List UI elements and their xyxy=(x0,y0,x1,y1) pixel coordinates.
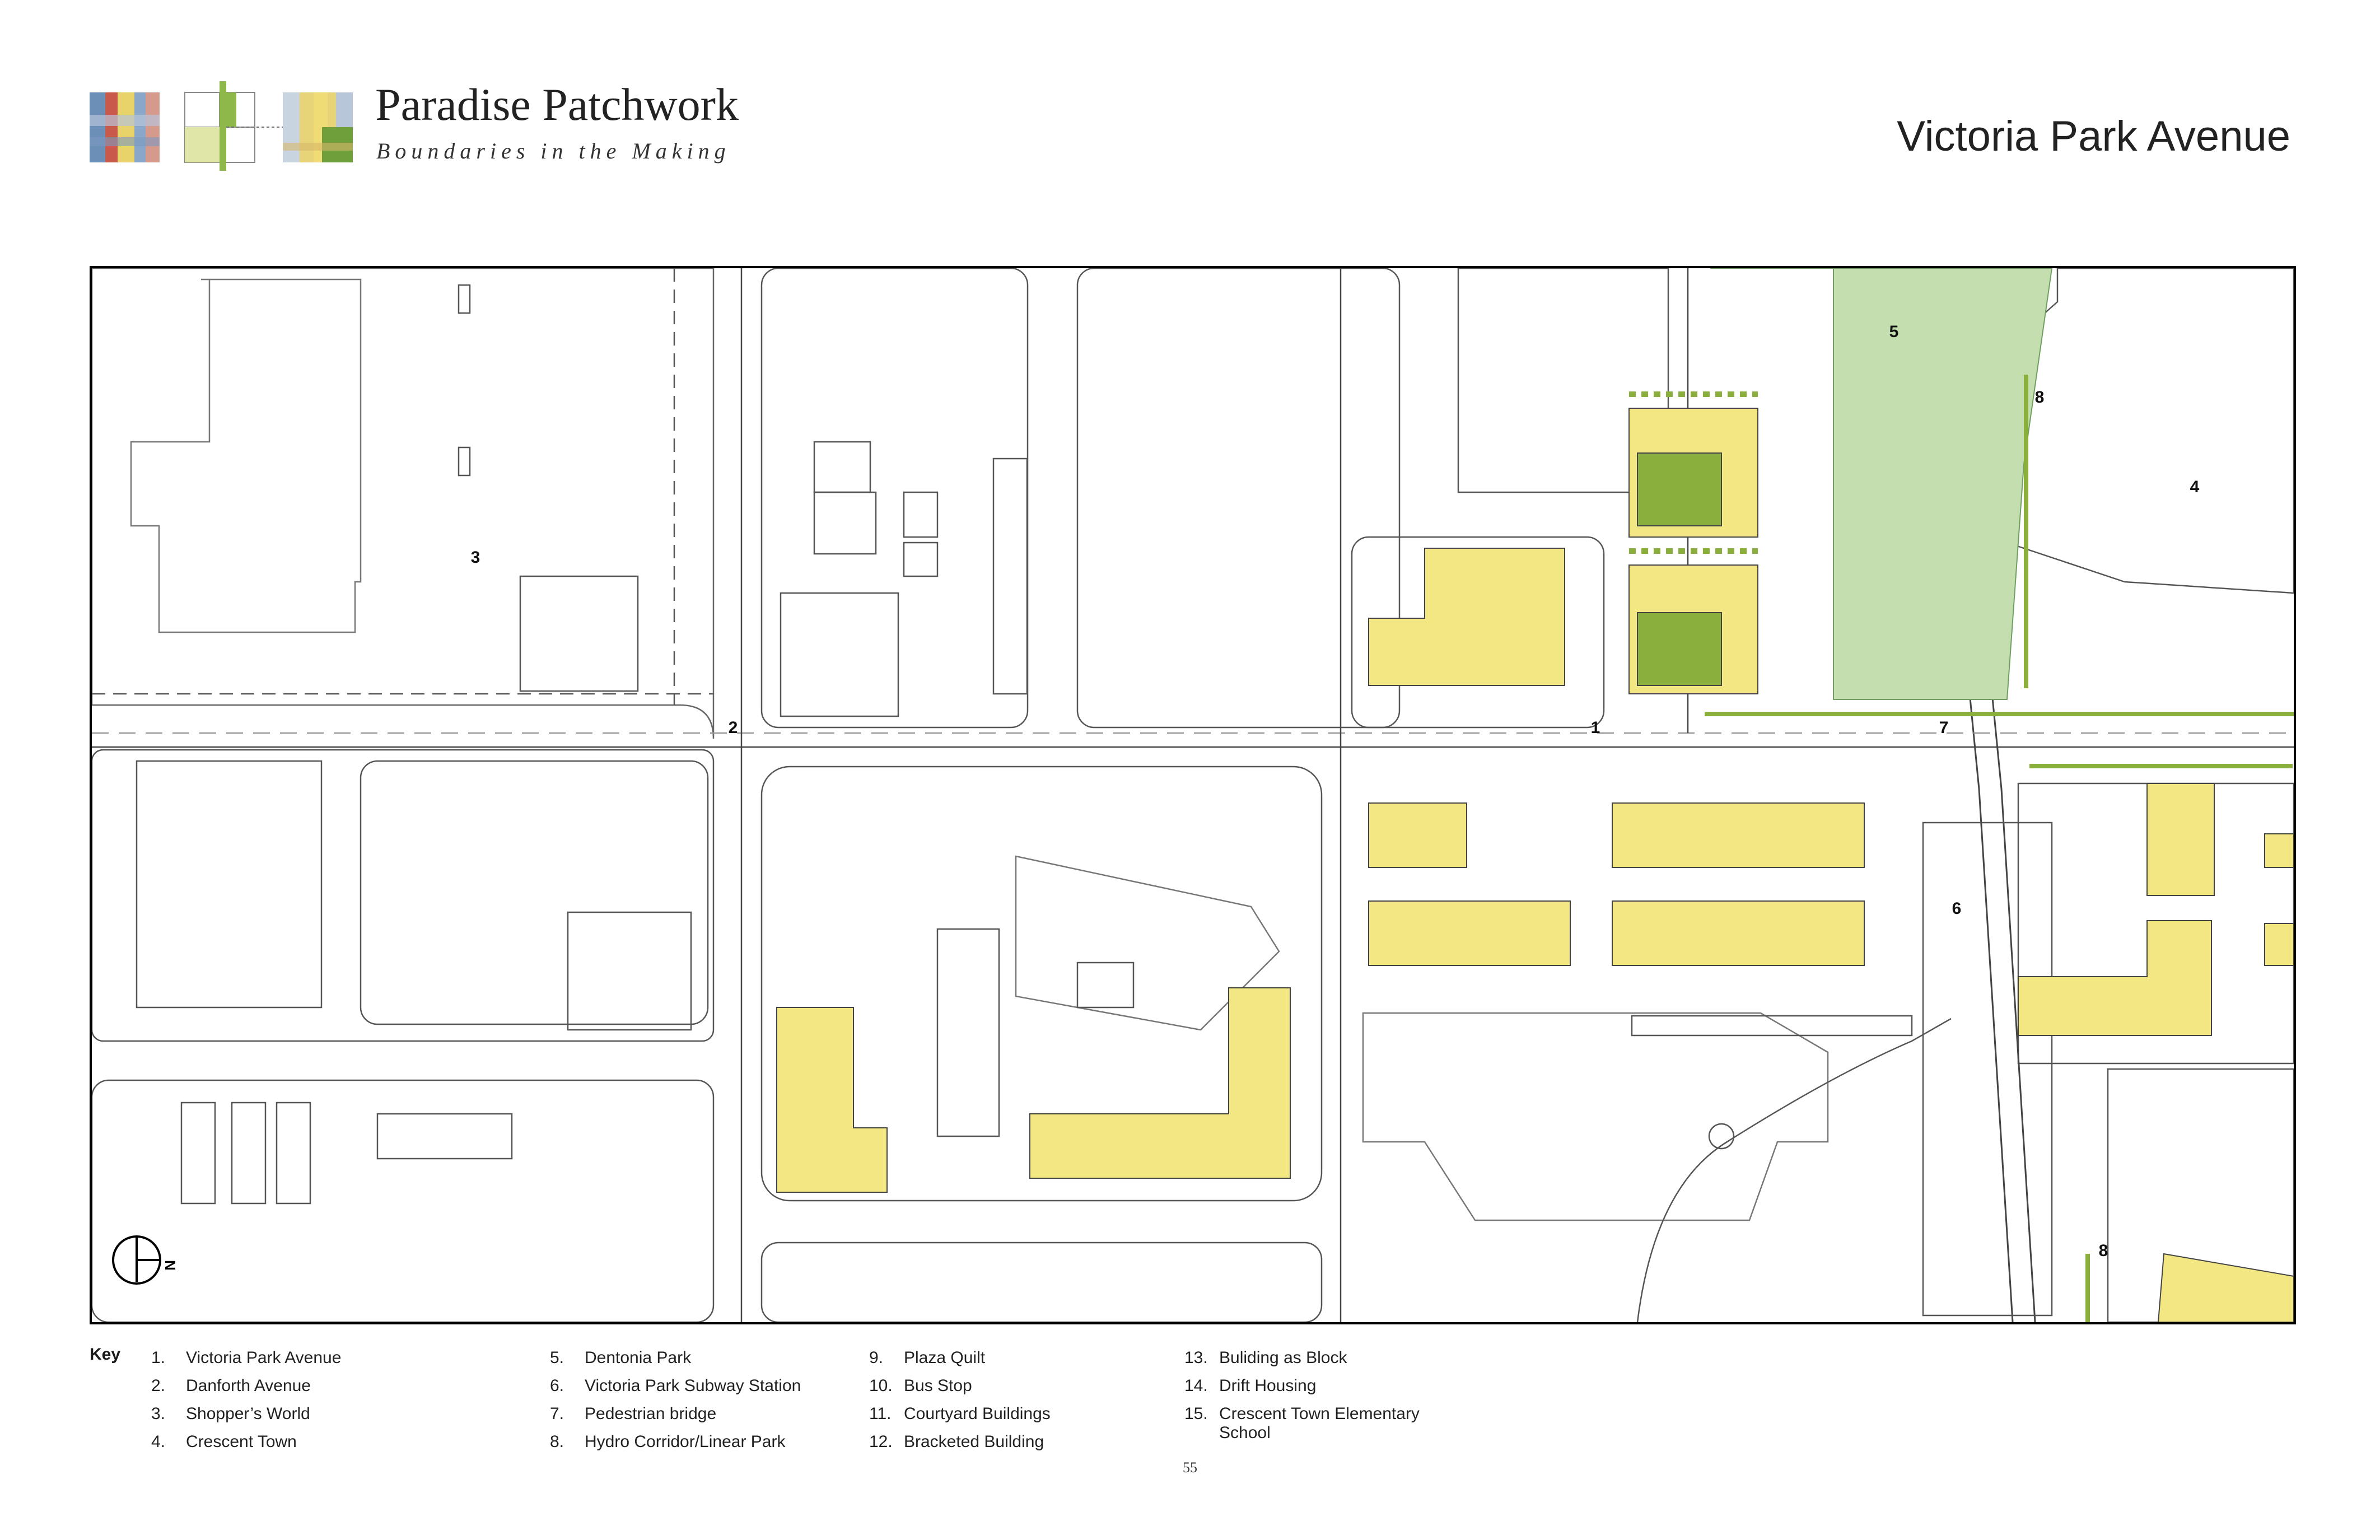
logo-graphic xyxy=(90,81,353,171)
key-item: 7.Pedestrian bridge xyxy=(550,1404,717,1423)
key-item: 1.Victoria Park Avenue xyxy=(151,1348,342,1367)
site-map: 1 2 3 4 5 6 7 8 8 N xyxy=(90,266,2296,1324)
key-item: 10.Bus Stop xyxy=(869,1376,972,1395)
key-item: 3.Shopper’s World xyxy=(151,1404,310,1423)
key-item: 11.Courtyard Buildings xyxy=(869,1404,1051,1423)
key-column: 13.Buliding as Block 14.Drift Housing 15… xyxy=(1184,1344,1466,1443)
map-label-2: 2 xyxy=(729,718,738,737)
map-label-4: 4 xyxy=(2190,478,2200,496)
page-title: Victoria Park Avenue xyxy=(1897,113,2290,160)
map-label-3: 3 xyxy=(471,548,480,567)
key-item: 13.Buliding as Block xyxy=(1184,1348,1347,1367)
map-label-6: 6 xyxy=(1952,899,1962,918)
key-item: 2.Danforth Avenue xyxy=(151,1376,311,1395)
logo xyxy=(90,81,739,171)
map-label-1: 1 xyxy=(1591,718,1600,737)
key-item: 6.Victoria Park Subway Station xyxy=(550,1376,801,1395)
key-item: 4.Crescent Town xyxy=(151,1432,297,1451)
plaza-quilt xyxy=(1628,391,1758,694)
key-item: 9.Plaza Quilt xyxy=(869,1348,986,1367)
brand-subtitle: Boundaries in the Making xyxy=(376,138,731,164)
key-heading: Key xyxy=(90,1345,121,1364)
key-item: 15.Crescent Town Elementary School xyxy=(1184,1404,1420,1442)
key-column: 9.Plaza Quilt 10.Bus Stop 11.Courtyard B… xyxy=(869,1344,1150,1456)
brand-title: Paradise Patchwork xyxy=(375,79,739,130)
key-item: 5.Dentonia Park xyxy=(550,1348,692,1367)
map-label-5: 5 xyxy=(1889,323,1899,341)
key-item: 12.Bracketed Building xyxy=(869,1432,1044,1451)
bracketed-building xyxy=(1368,548,1565,686)
north-arrow-label: N xyxy=(162,1260,179,1271)
map-label-8-bottom: 8 xyxy=(2099,1242,2108,1260)
key-item: 14.Drift Housing xyxy=(1184,1376,1317,1395)
key-column: 5.Dentonia Park 6.Victoria Park Subway S… xyxy=(550,1344,831,1456)
dentonia-park xyxy=(1710,268,2053,700)
key-column: 1.Victoria Park Avenue 2.Danforth Avenue… xyxy=(151,1344,432,1456)
site-plan-drawing: 1 2 3 4 5 6 7 8 8 N xyxy=(92,268,2294,1322)
north-arrow xyxy=(112,1235,161,1285)
map-label-8-top: 8 xyxy=(2035,388,2045,407)
page-number: 55 xyxy=(1183,1459,1197,1476)
key-item: 8.Hydro Corridor/Linear Park xyxy=(550,1432,786,1451)
map-label-7: 7 xyxy=(1939,718,1949,737)
